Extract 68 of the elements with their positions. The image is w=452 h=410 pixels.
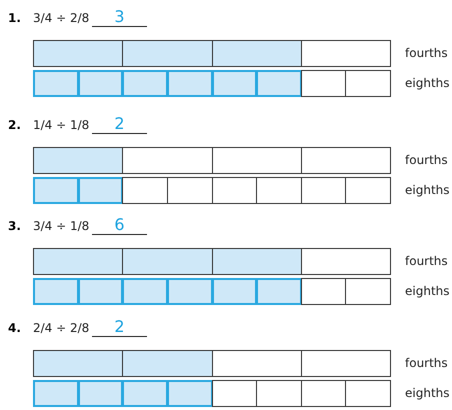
bar-segment bbox=[212, 70, 258, 97]
bar-segment bbox=[122, 380, 168, 407]
bar-segment bbox=[78, 177, 124, 204]
division-expression: 3/4 ÷ 1/8 bbox=[33, 219, 90, 233]
bar-segment bbox=[122, 350, 212, 377]
bar-segment bbox=[166, 380, 212, 407]
row-label: fourths bbox=[405, 356, 448, 370]
problem-number: 1. bbox=[8, 11, 21, 25]
bar-segment bbox=[33, 248, 124, 275]
bar-segment bbox=[212, 350, 302, 377]
answer-field: 3 bbox=[92, 8, 147, 27]
bar-segment bbox=[33, 380, 79, 407]
bar-segment bbox=[300, 248, 391, 275]
bar-segment bbox=[78, 70, 124, 97]
bar-segment bbox=[122, 147, 212, 174]
problem-number: 4. bbox=[8, 321, 21, 335]
bar-segment bbox=[122, 248, 212, 275]
bar-segment bbox=[300, 278, 346, 305]
answer-field: 2 bbox=[92, 115, 147, 134]
answer-field: 6 bbox=[92, 216, 147, 235]
bar-segment bbox=[212, 40, 302, 67]
bar-segment bbox=[256, 380, 302, 407]
bar-segment bbox=[212, 380, 258, 407]
bar-segment bbox=[300, 40, 391, 67]
row-label: eighths bbox=[405, 76, 450, 90]
bar-segment bbox=[33, 278, 79, 305]
row-label: fourths bbox=[405, 254, 448, 268]
bar-segment bbox=[345, 380, 391, 407]
bar-segment bbox=[212, 278, 258, 305]
problem-number: 3. bbox=[8, 219, 21, 233]
bar-segment bbox=[212, 147, 302, 174]
division-expression: 1/4 ÷ 1/8 bbox=[33, 118, 90, 132]
bar-segment bbox=[300, 350, 391, 377]
bar-segment bbox=[256, 177, 302, 204]
row-label: fourths bbox=[405, 153, 448, 167]
bar-segment bbox=[256, 278, 302, 305]
bar-segment bbox=[300, 177, 346, 204]
division-expression: 2/4 ÷ 2/8 bbox=[33, 321, 90, 335]
bar-segment bbox=[122, 40, 212, 67]
bar-segment bbox=[33, 177, 79, 204]
bar-segment bbox=[212, 177, 258, 204]
bar-segment bbox=[166, 70, 212, 97]
bar-segment bbox=[300, 380, 346, 407]
problem-number: 2. bbox=[8, 118, 21, 132]
row-label: eighths bbox=[405, 386, 450, 400]
row-label: fourths bbox=[405, 46, 448, 60]
bar-segment bbox=[33, 350, 124, 377]
bar-segment bbox=[345, 70, 391, 97]
bar-segment bbox=[122, 177, 168, 204]
bar-segment bbox=[122, 70, 168, 97]
bar-segment bbox=[345, 278, 391, 305]
bar-segment bbox=[212, 248, 302, 275]
bar-segment bbox=[256, 70, 302, 97]
bar-segment bbox=[300, 147, 391, 174]
bar-segment bbox=[300, 70, 346, 97]
bar-segment bbox=[33, 147, 124, 174]
bar-segment bbox=[78, 380, 124, 407]
answer-field: 2 bbox=[92, 318, 147, 337]
bar-segment bbox=[78, 278, 124, 305]
bar-segment bbox=[33, 70, 79, 97]
bar-segment bbox=[122, 278, 168, 305]
bar-segment bbox=[166, 278, 212, 305]
bar-segment bbox=[33, 40, 124, 67]
bar-segment bbox=[166, 177, 212, 204]
row-label: eighths bbox=[405, 183, 450, 197]
bar-segment bbox=[345, 177, 391, 204]
row-label: eighths bbox=[405, 284, 450, 298]
division-expression: 3/4 ÷ 2/8 bbox=[33, 11, 90, 25]
